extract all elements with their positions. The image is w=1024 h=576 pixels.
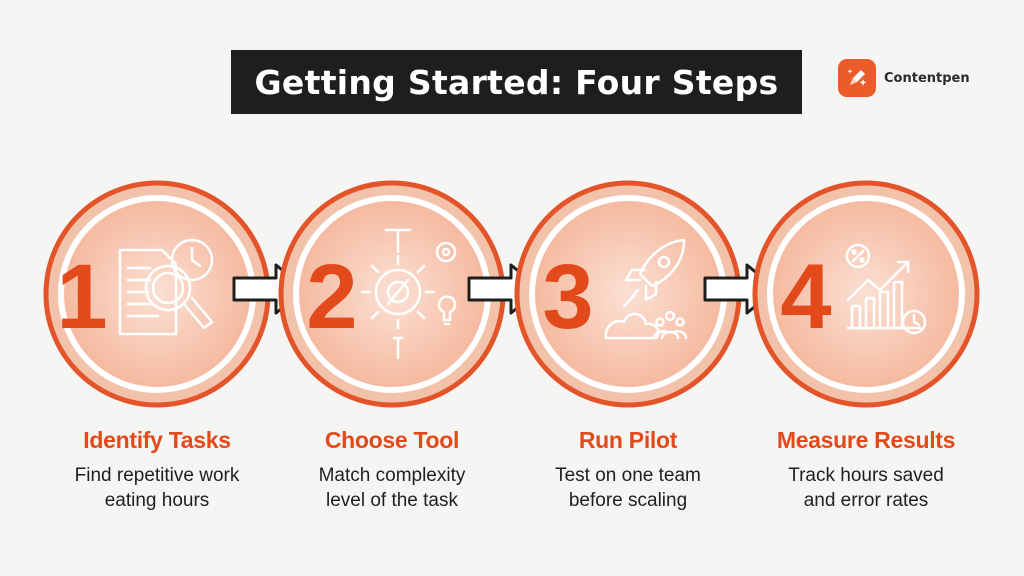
step-3-number: 3 [542, 246, 593, 348]
step-2-desc-line-1: Match complexity [318, 465, 466, 486]
step-4-title: Measure Results [776, 427, 956, 453]
step-4-desc-line-2: and error rates [803, 490, 929, 511]
step-1-desc-line-1: Find repetitive work [74, 465, 240, 486]
step-1-description: Find repetitive work eating hours [37, 463, 277, 513]
step-2-title: Choose Tool [324, 427, 460, 453]
page-title: Getting Started: Four Steps [231, 50, 802, 114]
step-3-desc-line-2: before scaling [568, 490, 688, 511]
step-2-circle [278, 180, 506, 408]
step-2-desc-line-2: level of the task [325, 490, 459, 511]
step-1-title: Identify Tasks [83, 427, 231, 453]
brand-logo: Contentpen [838, 58, 970, 98]
step-1-desc-line-2: eating hours [104, 490, 210, 511]
step-4-number: 4 [780, 246, 831, 348]
gear-tools-icon [360, 228, 457, 360]
rocket-team-icon [604, 238, 688, 340]
step-3-title: Run Pilot [578, 427, 678, 453]
step-1-number: 1 [56, 246, 107, 348]
step-2-description: Match complexity level of the task [272, 463, 512, 513]
step-3-description: Test on one team before scaling [508, 463, 748, 513]
growth-chart-icon [845, 243, 927, 335]
step-4-description: Track hours saved and error rates [746, 463, 986, 513]
step-2-number: 2 [306, 246, 357, 348]
step-4-circle [752, 180, 980, 408]
step-3-desc-line-1: Test on one team [555, 465, 701, 486]
pen-sparkle-icon [838, 59, 876, 97]
brand-name: Contentpen [884, 70, 970, 86]
document-magnifier-clock-icon [118, 238, 214, 336]
step-4-desc-line-1: Track hours saved [788, 465, 944, 486]
